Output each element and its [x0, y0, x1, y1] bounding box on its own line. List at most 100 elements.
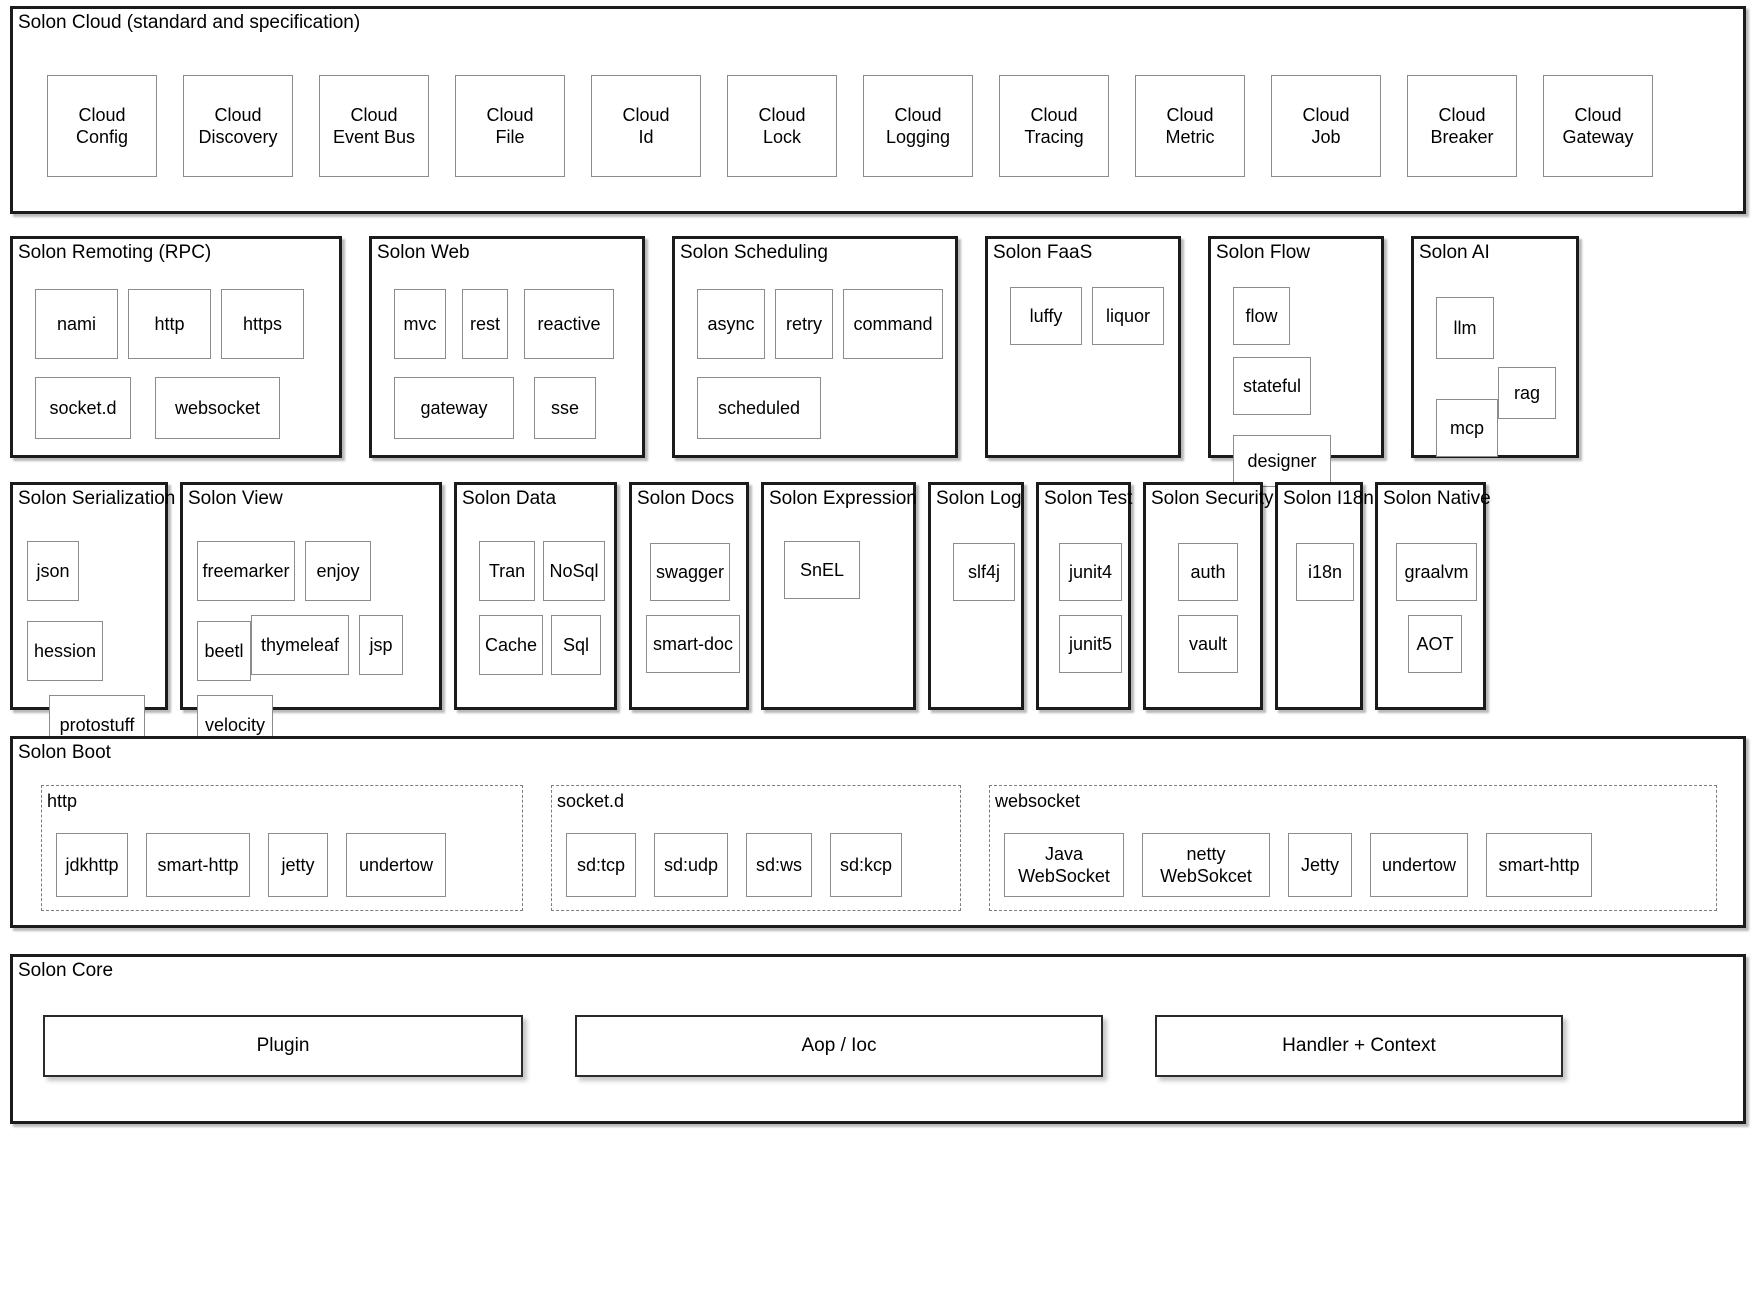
module-boot-undertow[interactable]: undertow — [1370, 833, 1468, 897]
module-rag[interactable]: rag — [1498, 367, 1556, 419]
group-title-solon-ai: Solon AI — [1419, 242, 1490, 263]
module-slf4j[interactable]: slf4j — [953, 543, 1015, 601]
boot-section-http: http jdkhttp smart-http jetty undertow — [41, 785, 523, 911]
module-jetty[interactable]: jetty — [268, 833, 328, 897]
module-sd-kcp[interactable]: sd:kcp — [830, 833, 902, 897]
module-jdkhttp[interactable]: jdkhttp — [56, 833, 128, 897]
module-snel[interactable]: SnEL — [784, 541, 860, 599]
group-title-solon-cloud: Solon Cloud (standard and specification) — [18, 12, 361, 33]
module-junit4[interactable]: junit4 — [1059, 543, 1122, 601]
module-json[interactable]: json — [27, 541, 79, 601]
group-solon-log: Solon Log slf4j — [928, 482, 1024, 710]
module-nosql[interactable]: NoSql — [543, 541, 605, 601]
group-solon-test: Solon Test junit4 junit5 — [1036, 482, 1133, 710]
module-i18n[interactable]: i18n — [1296, 543, 1354, 601]
module-http[interactable]: http — [128, 289, 211, 359]
group-solon-web: Solon Web mvc rest reactive gateway sse — [369, 236, 645, 458]
module-websocket[interactable]: websocket — [155, 377, 280, 439]
solon-core-modules: Plugin Aop / Ioc Handler + Context — [43, 1015, 1719, 1077]
module-junit5[interactable]: junit5 — [1059, 615, 1122, 673]
module-scheduled[interactable]: scheduled — [697, 377, 821, 439]
module-freemarker[interactable]: freemarker — [197, 541, 295, 601]
module-stateful[interactable]: stateful — [1233, 357, 1311, 415]
module-sd-ws[interactable]: sd:ws — [746, 833, 812, 897]
module-sd-tcp[interactable]: sd:tcp — [566, 833, 636, 897]
group-title-solon-expression: Solon Expression — [769, 488, 917, 509]
module-thymeleaf[interactable]: thymeleaf — [251, 615, 349, 675]
module-vault[interactable]: vault — [1178, 615, 1238, 673]
module-mvc[interactable]: mvc — [394, 289, 446, 359]
module-boot-smart-http[interactable]: smart-http — [1486, 833, 1592, 897]
module-llm[interactable]: llm — [1436, 297, 1494, 359]
module-nami[interactable]: nami — [35, 289, 118, 359]
module-cache[interactable]: Cache — [479, 615, 543, 675]
module-sse[interactable]: sse — [534, 377, 596, 439]
group-solon-scheduling: Solon Scheduling async retry command sch… — [672, 236, 958, 458]
group-title-solon-view: Solon View — [188, 488, 283, 509]
solon-native-modules: graalvm AOT — [1392, 521, 1477, 673]
group-title-solon-scheduling: Solon Scheduling — [680, 242, 828, 263]
module-swagger[interactable]: swagger — [650, 543, 730, 601]
group-solon-ai: Solon AI llm mcp rag — [1411, 236, 1579, 458]
group-solon-security: Solon Security auth vault — [1143, 482, 1274, 710]
module-rest[interactable]: rest — [462, 289, 508, 359]
module-sd-udp[interactable]: sd:udp — [654, 833, 728, 897]
module-undertow[interactable]: undertow — [346, 833, 446, 897]
module-auth[interactable]: auth — [1178, 543, 1238, 601]
module-jsp[interactable]: jsp — [359, 615, 403, 675]
module-luffy[interactable]: luffy — [1010, 287, 1082, 345]
module-aot[interactable]: AOT — [1408, 615, 1462, 673]
module-command[interactable]: command — [843, 289, 943, 359]
group-title-solon-boot: Solon Boot — [18, 742, 111, 763]
solon-view-modules: freemarker enjoy beetl thymeleaf jsp vel… — [197, 521, 433, 755]
group-title-solon-native: Solon Native — [1383, 488, 1491, 509]
module-liquor[interactable]: liquor — [1092, 287, 1164, 345]
solon-serialization-modules: json hession protostuff — [27, 521, 159, 755]
module-async[interactable]: async — [697, 289, 765, 359]
module-socketd[interactable]: socket.d — [35, 377, 131, 439]
module-gateway[interactable]: gateway — [394, 377, 514, 439]
module-retry[interactable]: retry — [775, 289, 833, 359]
group-title-solon-test: Solon Test — [1044, 488, 1133, 509]
group-title-solon-core: Solon Core — [18, 960, 114, 981]
module-plugin[interactable]: Plugin — [43, 1015, 523, 1077]
module-smart-doc[interactable]: smart-doc — [646, 615, 740, 673]
module-sql[interactable]: Sql — [551, 615, 601, 675]
module-designer[interactable]: designer — [1233, 435, 1331, 487]
module-flow[interactable]: flow — [1233, 287, 1290, 345]
module-mcp[interactable]: mcp — [1436, 399, 1498, 457]
module-graalvm[interactable]: graalvm — [1396, 543, 1477, 601]
module-smart-http[interactable]: smart-http — [146, 833, 250, 897]
module-reactive[interactable]: reactive — [524, 289, 614, 359]
group-title-solon-i18n: Solon I18n — [1283, 488, 1374, 509]
module-https[interactable]: https — [221, 289, 304, 359]
module-beetl[interactable]: beetl — [197, 621, 251, 681]
group-solon-data: Solon Data Tran NoSql Cache Sql — [454, 482, 617, 710]
module-enjoy[interactable]: enjoy — [305, 541, 371, 601]
module-boot-jetty[interactable]: Jetty — [1288, 833, 1352, 897]
solon-log-modules: slf4j — [945, 521, 1015, 601]
module-hession[interactable]: hession — [27, 621, 103, 681]
module-aop-ioc[interactable]: Aop / Ioc — [575, 1015, 1103, 1077]
module-handler-context[interactable]: Handler + Context — [1155, 1015, 1563, 1077]
solon-ai-modules: llm mcp rag — [1436, 275, 1568, 457]
row-libraries: Solon Serialization json hession protost… — [10, 482, 1746, 755]
module-tran[interactable]: Tran — [479, 541, 535, 601]
group-solon-serialization: Solon Serialization json hession protost… — [10, 482, 175, 755]
